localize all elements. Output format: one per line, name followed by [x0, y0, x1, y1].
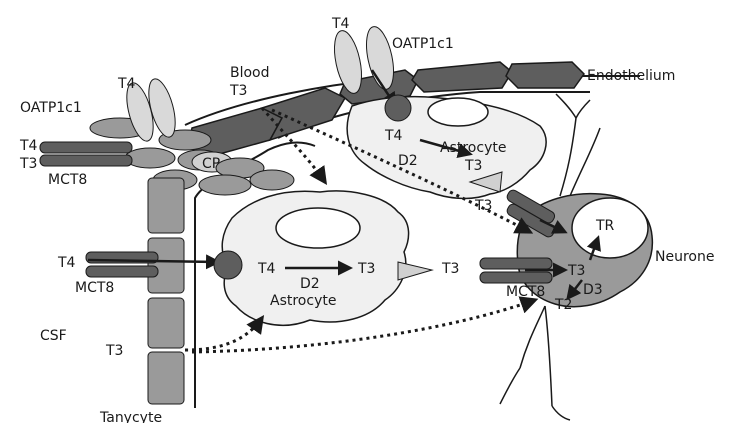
t3-between-label: T3: [441, 261, 459, 277]
cp-label: CP: [202, 156, 220, 172]
astrocyte-lower-label: Astrocyte: [270, 293, 336, 309]
astrocyte-upper-label: Astrocyte: [440, 140, 506, 156]
t4-mct8-left-label: T4: [19, 138, 38, 154]
d3-label: D3: [583, 282, 603, 298]
mct8-tanycyte-label: MCT8: [75, 280, 114, 296]
mct8-left-label: MCT8: [48, 172, 87, 188]
csf-label: CSF: [40, 328, 67, 344]
t3-csf-label: T3: [105, 343, 123, 359]
t3-mct8-left-label: T3: [19, 156, 37, 172]
astrocyte-upper-nucleus: [428, 98, 488, 126]
astrocyte-lower-nucleus: [276, 208, 360, 248]
astrocyte-lower-exit-triangle: [398, 262, 432, 280]
tr-label: TR: [595, 218, 615, 234]
oatp1c1-top-label: OATP1c1: [392, 36, 454, 52]
t3-upper-astro-label: T3: [464, 158, 482, 174]
t4-top-label: T4: [331, 16, 350, 32]
blood-t3-label: T3: [229, 83, 247, 99]
neurone-label: Neurone: [655, 249, 714, 265]
t4-upper-astro-label: T4: [384, 128, 403, 144]
t4-lower-astro-label: T4: [257, 261, 276, 277]
oatp1c1-left-label: OATP1c1: [20, 100, 82, 116]
d2-upper-label: D2: [398, 153, 418, 169]
astrocyte-lower-entry: [214, 251, 242, 279]
mct8-tanycyte-transporter: [86, 252, 158, 277]
endothelium-label: Endothelium: [587, 68, 675, 84]
tanycyte-column: [148, 178, 184, 404]
blood-label: Blood: [230, 65, 270, 81]
t3-upper-neuron-label: T3: [474, 198, 492, 214]
t4-left-label: T4: [117, 76, 136, 92]
t3-neuron-label: T3: [567, 263, 585, 279]
d2-lower-label: D2: [300, 276, 320, 292]
tanycyte-label: Tanycyte: [99, 410, 162, 423]
mct8-neuron-label: MCT8: [506, 284, 545, 300]
t4-tanycyte-label: T4: [57, 255, 76, 271]
astrocyte-upper-entry: [385, 95, 411, 121]
t2-label: T2: [554, 297, 572, 313]
mct8-choroid-transporter: [40, 142, 132, 166]
t3-lower-astro-label: T3: [357, 261, 375, 277]
